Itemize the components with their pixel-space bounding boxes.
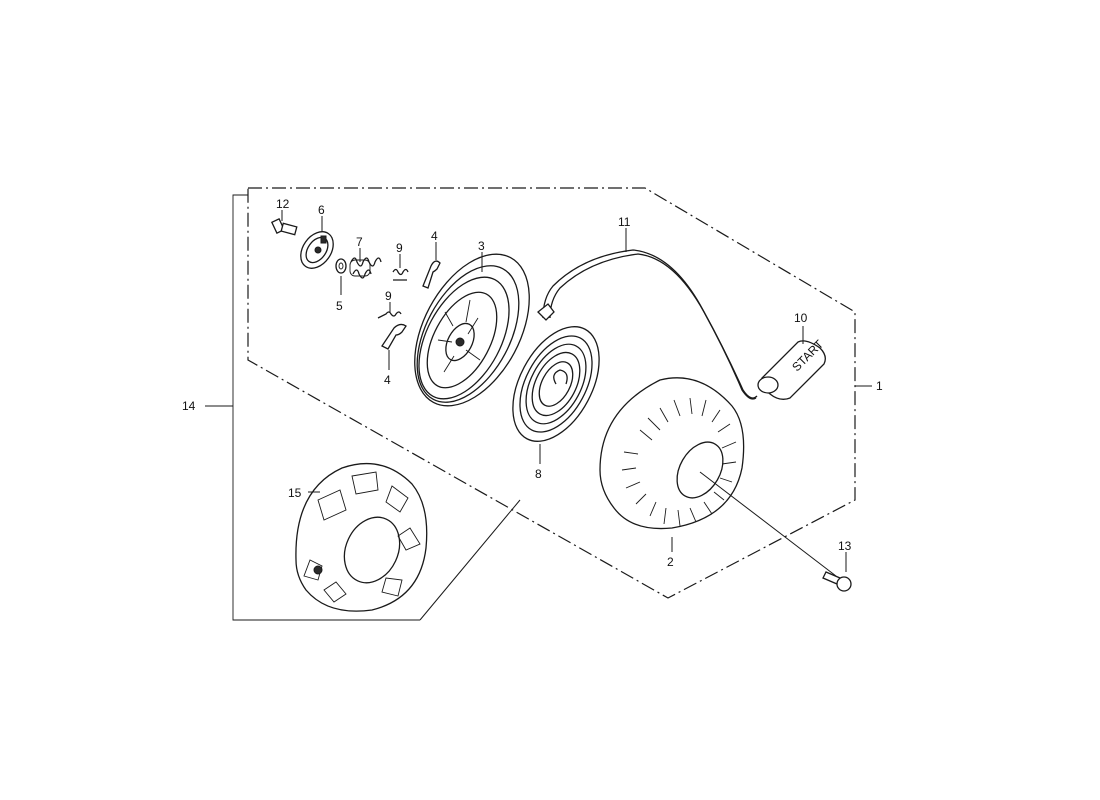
part-15-fan-cover [295,462,428,612]
assembly-1-boundary [247,187,872,599]
callout-15: 15 [288,486,302,500]
callout-10: 10 [794,311,808,325]
part-6-friction-plate [300,216,334,269]
part-11-starter-rope [537,228,758,400]
part-5-washer [335,258,347,295]
part-13-flange-bolt [822,552,852,592]
part-10-starter-grip: START [757,326,827,400]
part-9-spring-upper [392,254,409,281]
part-7-spring [349,248,382,279]
callout-9-upper: 9 [396,241,403,255]
part-8-recoil-spring [512,326,600,464]
leader-line-13 [699,471,837,577]
assembly-14-boundary [205,194,420,621]
part-3-reel [414,252,530,407]
callout-6: 6 [318,203,325,217]
callout-1: 1 [876,379,883,393]
callout-4-upper: 4 [431,229,438,243]
callout-11: 11 [618,215,631,229]
callout-3: 3 [478,239,485,253]
callout-2: 2 [667,555,674,569]
callout-5: 5 [336,299,343,313]
callout-4-lower: 4 [384,373,391,387]
part-9-spring-lower [377,302,402,319]
callout-13: 13 [838,539,852,553]
part-12-bolt [270,210,298,236]
part-4-ratchet-lower [381,323,407,370]
callout-14: 14 [182,399,196,413]
assembly-14-diagonal [419,499,521,621]
callout-9-lower: 9 [385,289,392,303]
callout-8: 8 [535,467,542,481]
part-2-fan-cover [599,377,745,552]
callout-7: 7 [356,235,363,249]
callout-12: 12 [276,197,290,211]
part-4-ratchet-upper [422,242,441,289]
